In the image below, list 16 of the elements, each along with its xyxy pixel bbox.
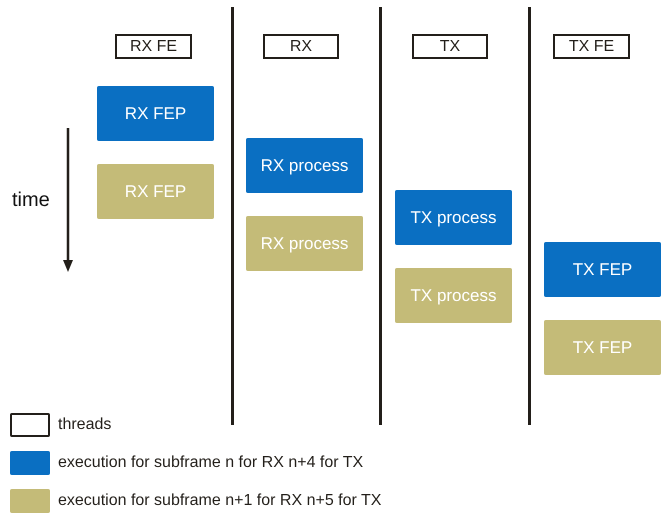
- execution-box: RX process: [246, 138, 363, 193]
- legend-text: threads: [58, 416, 112, 434]
- thread-box: RX FE: [115, 34, 192, 59]
- execution-box: TX FEP: [544, 320, 661, 375]
- thread-box: TX FE: [553, 34, 630, 59]
- legend-text: execution for subframe n+1 for RX n+5 for TX: [58, 492, 382, 510]
- legend-text: execution for subframe n for RX n+4 for TX: [58, 454, 364, 472]
- execution-box: RX FEP: [97, 164, 214, 219]
- execution-box: TX process: [395, 190, 512, 245]
- execution-box: RX process: [246, 216, 363, 271]
- execution-box: TX FEP: [544, 242, 661, 297]
- execution-box: RX FEP: [97, 86, 214, 141]
- axis-label: time: [12, 189, 50, 212]
- execution-box: TX process: [395, 268, 512, 323]
- thread-box: TX: [412, 34, 488, 59]
- thread-box: RX: [263, 34, 339, 59]
